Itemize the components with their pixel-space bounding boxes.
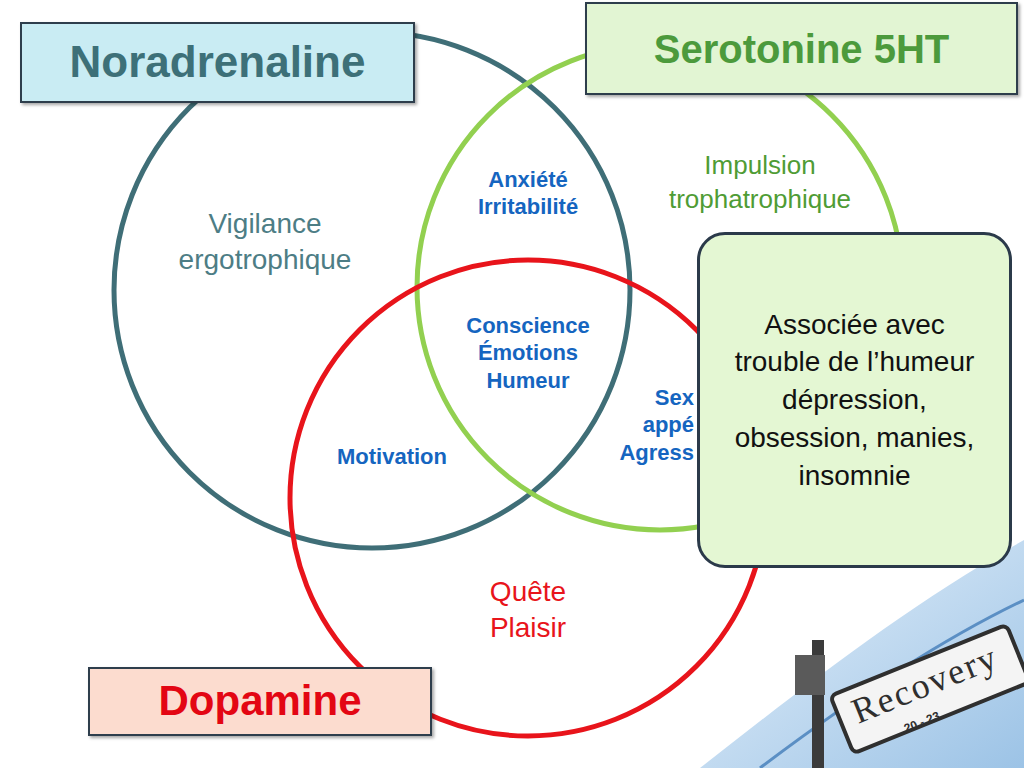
circle-stroke — [114, 32, 630, 548]
label-text: Serotonine 5HT — [654, 26, 950, 72]
overlap-label: Anxiété Irritabilité — [453, 166, 603, 221]
circle-stroke — [290, 260, 766, 736]
callout-text: Associée avec trouble de l’humeur dépres… — [722, 306, 987, 495]
overlap-label: Conscience Émotions Humeur — [438, 312, 618, 395]
circle-caption: Quête Plaisir — [468, 574, 588, 647]
venn-circle: Vigilance ergotrophique — [110, 28, 634, 552]
sign-bracket — [795, 655, 825, 695]
road-sign — [830, 625, 1024, 754]
label-text: Noradrenaline — [70, 37, 366, 88]
overlap-label: Sex appé Agress — [612, 384, 694, 467]
circle-outline — [110, 28, 634, 552]
label-text: Dopamine — [158, 677, 361, 725]
neurotransmitter-label: Noradrenaline — [20, 22, 415, 103]
circle-caption: Impulsion trophatrophique — [625, 149, 895, 217]
neurotransmitter-label: Serotonine 5HT — [585, 2, 1018, 95]
overlap-label: Motivation — [317, 443, 467, 471]
circle-caption: Vigilance ergotrophique — [135, 206, 395, 279]
callout-box: Associée avec trouble de l’humeur dépres… — [697, 232, 1012, 568]
swoosh-line — [760, 600, 1024, 768]
neurotransmitter-label: Dopamine — [88, 667, 432, 736]
